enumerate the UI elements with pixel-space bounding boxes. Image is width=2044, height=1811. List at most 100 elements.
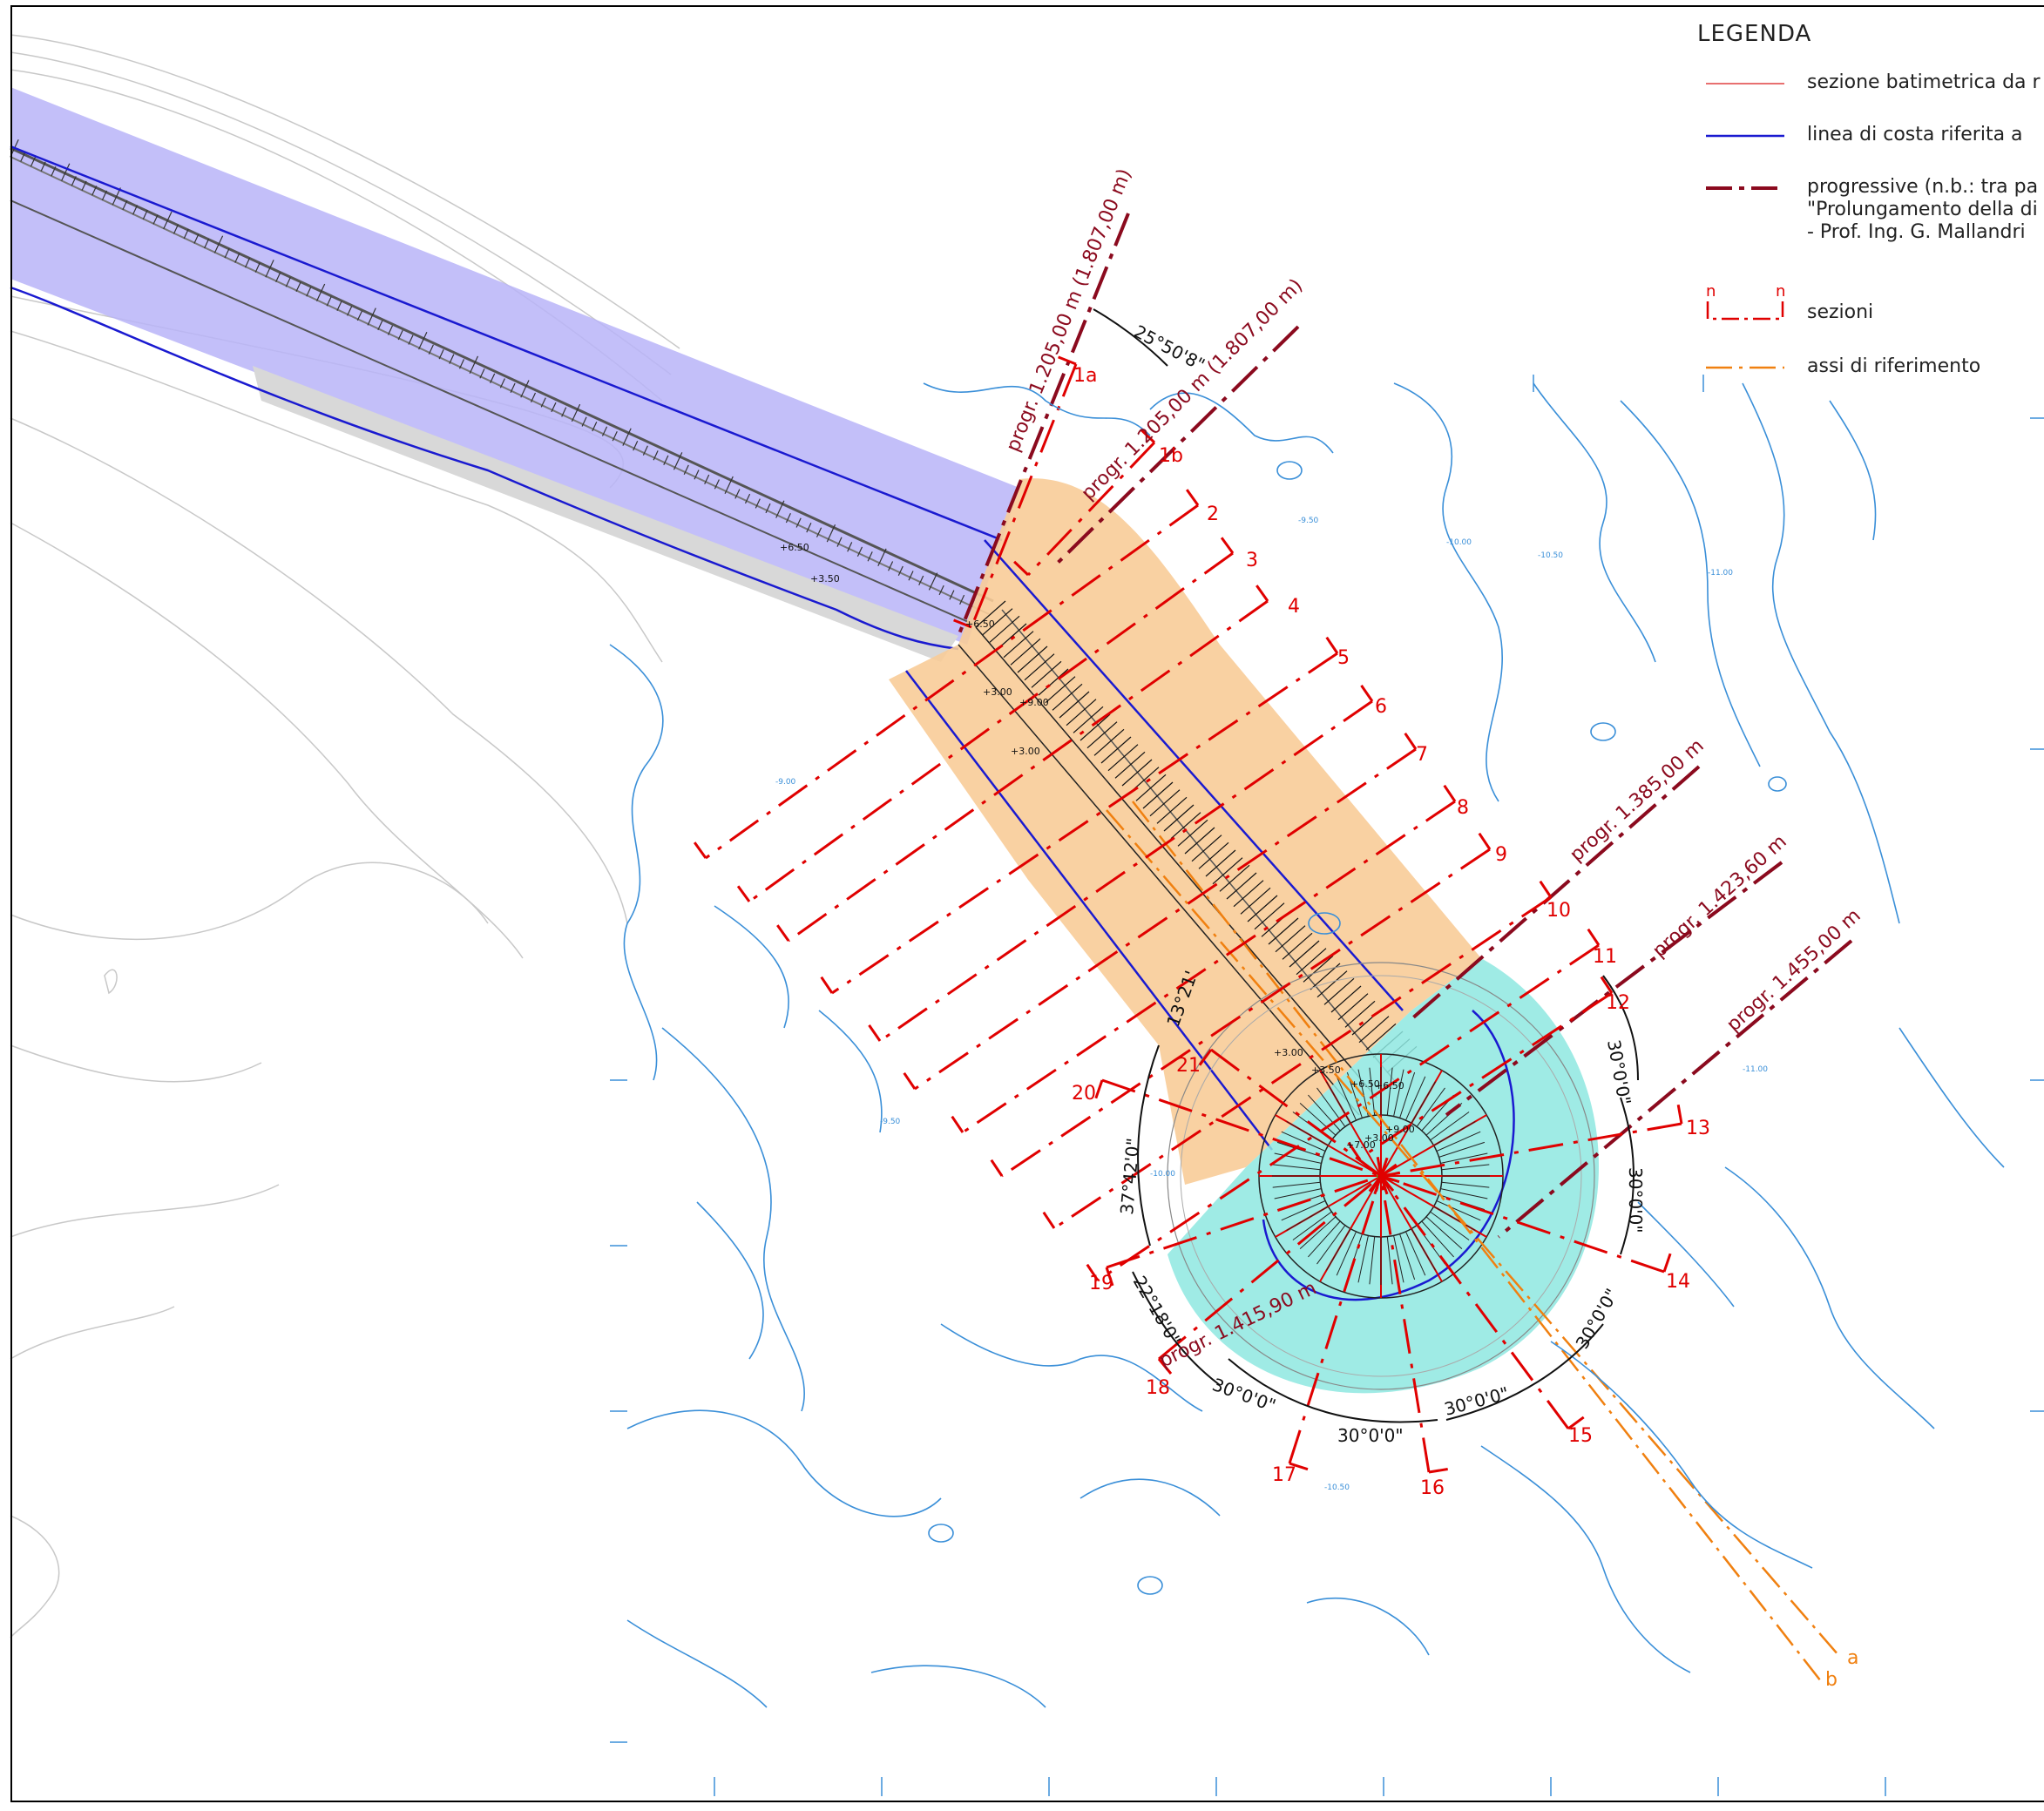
- radial-tick: [1308, 1220, 1341, 1258]
- section-line: [1026, 441, 1156, 577]
- legend-row-bathymetry: sezione batimetrica da r: [1690, 66, 2044, 101]
- radial-tick: [1386, 1236, 1393, 1285]
- section-tick: [1105, 1175, 1389, 1287]
- section-label: 4: [1288, 596, 1300, 618]
- section-line: [1101, 1078, 1382, 1178]
- radial-tick: [1433, 1206, 1476, 1231]
- angle-label-1: 25°50'8": [1131, 321, 1208, 375]
- section-marker-left: n: [1706, 282, 1716, 301]
- axis-label-a: a: [1847, 1647, 1858, 1669]
- radial-tick: [1421, 1220, 1454, 1258]
- radial-tick: [1438, 1141, 1486, 1158]
- progressive-label-4: progr. 1.423,60 m: [1648, 831, 1790, 963]
- angle-label-10: 22°18'0": [1129, 1273, 1186, 1349]
- elevation-label: +3.50: [1311, 1064, 1341, 1076]
- section-label: 9: [1495, 844, 1507, 866]
- elevation-label: +3.00: [1011, 746, 1040, 757]
- angle-label-5: 30°0'0": [1442, 1382, 1511, 1420]
- radial-tick: [1399, 1071, 1416, 1118]
- radial-tick: [1299, 1103, 1337, 1136]
- section-line: [1106, 1174, 1382, 1269]
- radial-tick: [1336, 1076, 1357, 1121]
- section-label: 1b: [1159, 445, 1183, 467]
- radial-tick: [1411, 1228, 1436, 1271]
- section-tick: [953, 355, 1077, 629]
- radial-tick: [1441, 1181, 1490, 1188]
- section-tick: [1198, 1049, 1383, 1193]
- elevation-label: +3.00: [1364, 1132, 1394, 1144]
- section-lines: [705, 363, 1682, 1473]
- elevation-label: +6.50: [1375, 1080, 1404, 1091]
- radial-tick: [1336, 1231, 1357, 1276]
- section-label: 6: [1375, 696, 1387, 718]
- section-tick: [693, 489, 1200, 859]
- section-line: [1379, 1175, 1431, 1473]
- radial-tick: [1292, 1211, 1332, 1240]
- radial-tick: [1436, 1131, 1481, 1152]
- section-line: [1358, 991, 1613, 1160]
- angle-label-2: 30°0'0": [1603, 1038, 1635, 1107]
- radial-tick: [1433, 1121, 1476, 1146]
- radial-tick: [1440, 1152, 1488, 1164]
- section-line: [831, 652, 1338, 995]
- elevation-label: +6.50: [1350, 1078, 1380, 1090]
- legend-row-progressive: progressive (n.b.: tra pa "Prolungamento…: [1690, 171, 2044, 267]
- legend: LEGENDA sezione batimetrica da r linea d…: [1690, 21, 2044, 377]
- section-tick: [1289, 1174, 1400, 1471]
- radial-tick: [1281, 1131, 1326, 1152]
- elevation-label: +3.50: [810, 573, 840, 585]
- depth-label: -10.50: [1324, 1483, 1350, 1492]
- section-line: [1158, 1174, 1382, 1361]
- section-label: 5: [1337, 647, 1350, 669]
- section-label: 8: [1457, 797, 1469, 819]
- progressive-label-2: progr. 1.205,00 m (1.807,00 m): [1078, 275, 1308, 505]
- section-tick: [1380, 1163, 1585, 1430]
- section-label: 15: [1568, 1425, 1593, 1447]
- radial-tick: [1316, 1087, 1346, 1127]
- section-label: 3: [1246, 550, 1258, 571]
- radial-tick: [1386, 1067, 1393, 1116]
- section-label: 7: [1416, 744, 1428, 766]
- radial-tick: [1274, 1188, 1322, 1199]
- section-label: 2: [1207, 503, 1219, 525]
- section-line: [1097, 943, 1600, 1282]
- grid-ticks: [610, 375, 2044, 1796]
- radial-tick: [1405, 1231, 1426, 1276]
- radial-tick: [1440, 1188, 1488, 1199]
- section-label: 20: [1072, 1083, 1096, 1105]
- section-line: [1053, 895, 1552, 1230]
- section-tick: [1086, 928, 1601, 1281]
- section-tick: [1376, 1105, 1683, 1177]
- elevation-label: +9.00: [1019, 697, 1049, 708]
- radial-tick: [1405, 1076, 1426, 1121]
- radial-tick: [1272, 1181, 1321, 1188]
- section-tick: [1347, 976, 1614, 1159]
- legend-label-progressive-3: - Prof. Ing. G. Mallandri: [1807, 221, 2026, 243]
- section-tick: [736, 537, 1235, 902]
- radial-tick: [1357, 1069, 1369, 1117]
- section-tick: [990, 832, 1492, 1177]
- section-label: 16: [1420, 1477, 1445, 1499]
- section-ticks: [693, 355, 1683, 1474]
- progressive-label-3: progr. 1.385,00 m: [1566, 735, 1708, 867]
- radial-tick: [1430, 1112, 1470, 1141]
- section-label: 10: [1547, 900, 1571, 922]
- depth-label: -9.50: [1298, 517, 1319, 525]
- radial-tick: [1326, 1081, 1351, 1124]
- radial-tick: [1299, 1216, 1337, 1249]
- section-label: 11: [1593, 946, 1617, 968]
- legend-title: LEGENDA: [1697, 21, 1812, 47]
- radial-tick: [1430, 1211, 1470, 1240]
- progressive-label-5: progr. 1.455,00 m: [1723, 905, 1865, 1037]
- depth-label: -9.00: [775, 778, 796, 787]
- section-line: [1001, 848, 1491, 1178]
- grey-contours: [10, 34, 680, 1639]
- progressive-lines: [957, 213, 1853, 1239]
- elevation-label: +3.00: [1274, 1047, 1303, 1058]
- radial-tick: [1286, 1206, 1329, 1231]
- bathymetry-line-symbol: [1706, 83, 1784, 84]
- legend-label-progressive-2: "Prolungamento della di: [1807, 199, 2038, 220]
- section-label: 19: [1089, 1273, 1113, 1294]
